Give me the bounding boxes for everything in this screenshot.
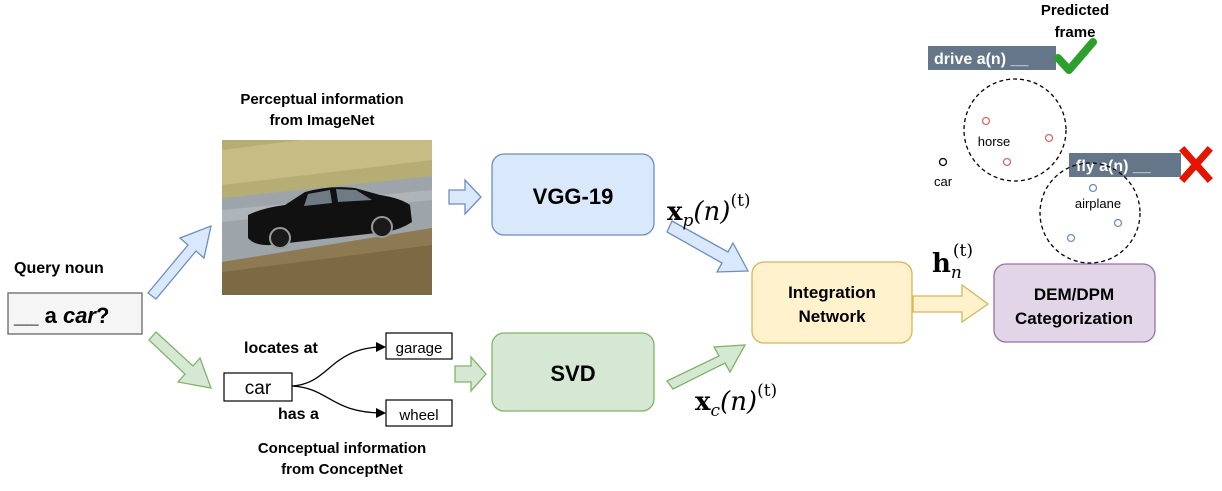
airplane-point — [1113, 218, 1123, 228]
vgg19-label: VGG-19 — [533, 184, 614, 209]
svd-label: SVD — [550, 361, 595, 386]
airplane-cluster-circle — [1039, 162, 1141, 264]
integration-label-line2: Network — [798, 307, 866, 326]
perceptual-caption-line1: Perceptual information — [240, 91, 403, 108]
query-blank: __ — [13, 303, 39, 328]
edge-locates-at — [291, 342, 386, 387]
xp-math-label: xp(n)(t) — [667, 191, 751, 231]
integration-label-line1: Integration — [788, 283, 876, 302]
arrow-svd-to-integration — [666, 344, 747, 390]
concept-node-car-label: car — [245, 378, 272, 399]
arrow-concept-to-svd — [454, 355, 487, 393]
airplane-point — [1066, 233, 1076, 243]
predicted-frame-line1: Predicted — [1041, 2, 1109, 19]
airplane-point — [1088, 183, 1098, 193]
horse-point — [981, 116, 991, 126]
horse-label: horse — [978, 134, 1011, 149]
svd-box — [491, 332, 655, 412]
integration-network-box — [751, 261, 913, 344]
car-photo — [222, 140, 432, 295]
airplane-label: airplane — [1075, 196, 1121, 211]
arrow-vgg-to-integration — [666, 220, 750, 273]
concept-node-garage — [385, 332, 453, 360]
car-point-label: car — [934, 174, 953, 189]
h-math-label: hn(t) — [932, 241, 973, 283]
edge-locates-at-label: locates at — [244, 340, 318, 357]
query-qmark: ? — [96, 303, 109, 328]
arrow-image-to-vgg — [448, 178, 482, 216]
arrow-query-to-perceptual — [147, 224, 212, 300]
dem-label-line1: DEM/DPM — [1034, 285, 1114, 304]
edge-has-a-label: has a — [278, 406, 319, 423]
edge-has-a — [291, 385, 386, 418]
cross-icon — [1179, 146, 1213, 183]
arrow-integration-to-dem — [912, 283, 990, 324]
query-noun-box — [7, 292, 143, 335]
conceptual-caption-line2: from ConceptNet — [281, 461, 403, 478]
query-noun: car — [63, 303, 97, 328]
dem-dpm-box — [993, 263, 1156, 343]
frame-correct-box — [928, 46, 1056, 70]
check-icon — [1054, 38, 1097, 74]
xc-math-label: xc(n)(t) — [695, 381, 777, 421]
query-noun-text: __ a car? — [13, 303, 109, 328]
vgg19-box — [491, 153, 655, 236]
frame-wrong-label: fly a(n) __ — [1076, 158, 1152, 175]
horse-point — [1044, 133, 1054, 143]
car-point — [938, 157, 948, 167]
concept-node-wheel-label: wheel — [398, 407, 438, 424]
concept-node-garage-label: garage — [396, 340, 443, 357]
horse-point — [1002, 157, 1012, 167]
predicted-frame-line2: frame — [1055, 24, 1096, 41]
query-noun-label: Query noun — [14, 260, 104, 277]
frame-correct-label: drive a(n) __ — [934, 51, 1029, 68]
frame-wrong-box — [1069, 153, 1181, 177]
concept-node-car — [223, 372, 293, 402]
perceptual-caption-line2: from ImageNet — [269, 112, 374, 129]
concept-node-wheel — [385, 399, 453, 427]
arrow-query-to-conceptual — [148, 331, 213, 389]
conceptual-caption-line1: Conceptual information — [258, 440, 426, 457]
query-article: a — [38, 303, 62, 328]
dem-label-line2: Categorization — [1015, 309, 1133, 328]
horse-cluster-circle — [963, 78, 1067, 182]
